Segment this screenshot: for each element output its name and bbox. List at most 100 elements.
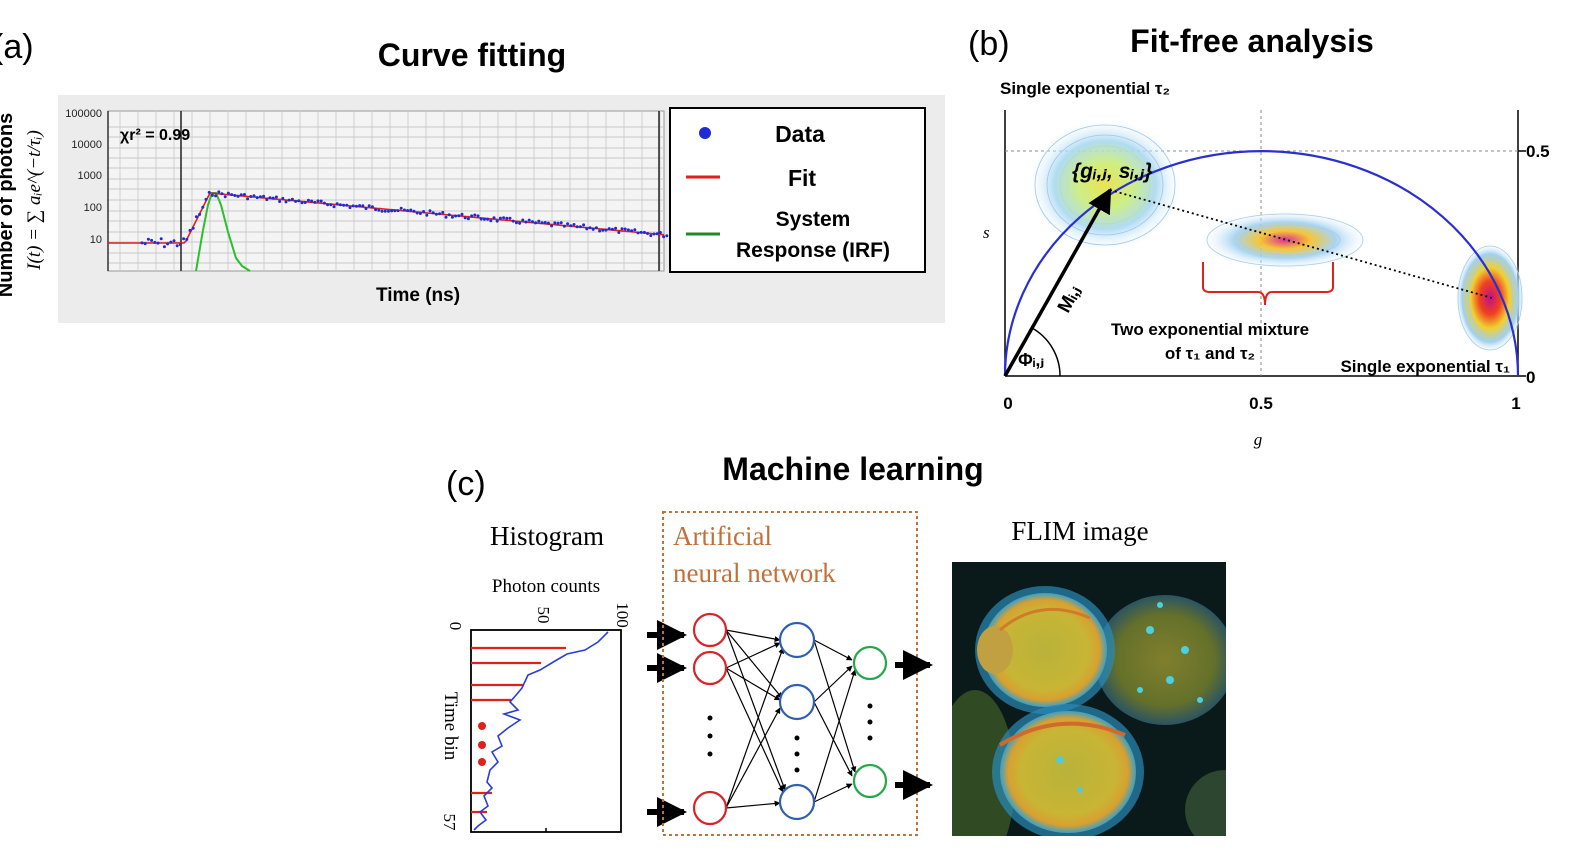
data-point bbox=[172, 239, 176, 243]
point-coordinate-label: {gᵢ,ⱼ, sᵢ,ⱼ} bbox=[1072, 160, 1153, 183]
phasor-vector bbox=[1003, 187, 1112, 377]
data-point bbox=[562, 224, 566, 228]
data-point bbox=[226, 191, 230, 195]
data-point bbox=[470, 214, 474, 218]
data-point bbox=[342, 203, 346, 207]
ann-connections bbox=[725, 629, 857, 809]
data-point bbox=[598, 229, 602, 233]
input-node bbox=[692, 650, 728, 686]
hidden-node bbox=[778, 621, 816, 659]
data-point bbox=[329, 203, 333, 207]
universal-semicircle bbox=[1003, 149, 1520, 377]
data-point bbox=[642, 230, 646, 234]
data-point bbox=[476, 214, 480, 218]
data-point bbox=[463, 216, 467, 220]
x-tick-1: 1 bbox=[1511, 394, 1520, 413]
data-point bbox=[303, 201, 307, 204]
data-point bbox=[662, 235, 666, 239]
data-point bbox=[530, 220, 534, 224]
cluster-mixture bbox=[1200, 210, 1370, 270]
data-point bbox=[348, 206, 352, 210]
data-point bbox=[255, 196, 259, 200]
data-point bbox=[242, 193, 246, 196]
data-point bbox=[345, 203, 349, 207]
data-point bbox=[633, 228, 637, 232]
data-point bbox=[636, 231, 640, 235]
hist-tick-0: 0 bbox=[446, 622, 465, 631]
output-ellipsis bbox=[867, 703, 873, 741]
data-point bbox=[425, 213, 429, 217]
data-point bbox=[617, 231, 621, 234]
data-point bbox=[466, 217, 470, 221]
data-point bbox=[498, 216, 502, 220]
data-point bbox=[438, 212, 442, 216]
cluster-tau2 bbox=[1027, 117, 1183, 253]
data-point bbox=[441, 210, 445, 214]
data-point bbox=[543, 221, 547, 224]
data-point bbox=[514, 221, 518, 225]
data-point bbox=[364, 207, 368, 211]
data-point bbox=[198, 212, 202, 216]
data-point bbox=[140, 241, 144, 245]
hist-tick-100: 100 bbox=[613, 602, 632, 628]
data-point bbox=[159, 237, 163, 241]
bin-tick-57: 57 bbox=[440, 814, 459, 832]
data-point bbox=[290, 197, 294, 201]
input-arrows bbox=[647, 620, 687, 827]
mixture-label-2: of τ₁ and τ₂ bbox=[1165, 344, 1255, 363]
data-point bbox=[630, 229, 634, 233]
legend-a: Data Fit System Response (IRF) bbox=[669, 107, 926, 273]
y-tick-1000: 1000 bbox=[78, 170, 102, 182]
y-tick-right-05: 0.5 bbox=[1526, 142, 1550, 161]
data-point bbox=[214, 194, 218, 198]
data-point bbox=[559, 221, 563, 225]
data-point bbox=[566, 222, 570, 226]
hidden-ellipsis bbox=[794, 735, 800, 773]
data-point bbox=[537, 219, 541, 223]
data-point bbox=[268, 196, 272, 200]
input-ellipsis bbox=[707, 715, 713, 757]
data-point bbox=[450, 215, 454, 219]
data-point bbox=[505, 216, 509, 220]
panel-b-title: Fit-free analysis bbox=[1130, 23, 1374, 59]
bottom-single-exp-label: Single exponential τ₁ bbox=[1340, 357, 1510, 376]
data-point bbox=[332, 205, 336, 209]
data-point bbox=[175, 244, 179, 248]
data-point bbox=[649, 234, 653, 238]
data-point bbox=[409, 208, 413, 212]
data-point bbox=[217, 190, 221, 194]
irf-curve bbox=[195, 192, 251, 272]
mixture-label-1: Two exponential mixture bbox=[1111, 320, 1309, 339]
data-point bbox=[607, 227, 611, 231]
y-tick-10: 10 bbox=[90, 234, 102, 246]
data-point bbox=[351, 204, 355, 208]
data-point bbox=[294, 199, 298, 203]
data-point bbox=[210, 193, 214, 197]
vector-magnitude-label: Mᵢ,ⱼ bbox=[1054, 282, 1086, 317]
data-point bbox=[262, 194, 266, 198]
hidden-layer bbox=[778, 621, 816, 821]
data-point bbox=[486, 217, 490, 221]
data-point bbox=[300, 201, 304, 205]
data-point bbox=[162, 245, 166, 249]
data-point bbox=[540, 221, 544, 225]
data-point bbox=[418, 212, 422, 215]
data-point bbox=[201, 205, 205, 209]
y-tick-10000: 10000 bbox=[71, 139, 102, 151]
data-point bbox=[316, 199, 320, 203]
data-point bbox=[591, 227, 595, 231]
data-point bbox=[233, 194, 237, 197]
data-point bbox=[278, 200, 282, 203]
panel-c-label: (c) bbox=[446, 465, 486, 503]
data-point bbox=[473, 213, 477, 217]
input-layer bbox=[692, 612, 728, 826]
histogram-red-bars bbox=[471, 646, 566, 814]
data-point bbox=[338, 203, 342, 207]
data-point bbox=[406, 209, 410, 212]
data-point bbox=[492, 216, 496, 220]
data-point bbox=[319, 199, 323, 203]
data-point bbox=[188, 228, 192, 232]
data-point bbox=[274, 195, 278, 199]
data-point bbox=[249, 195, 253, 198]
